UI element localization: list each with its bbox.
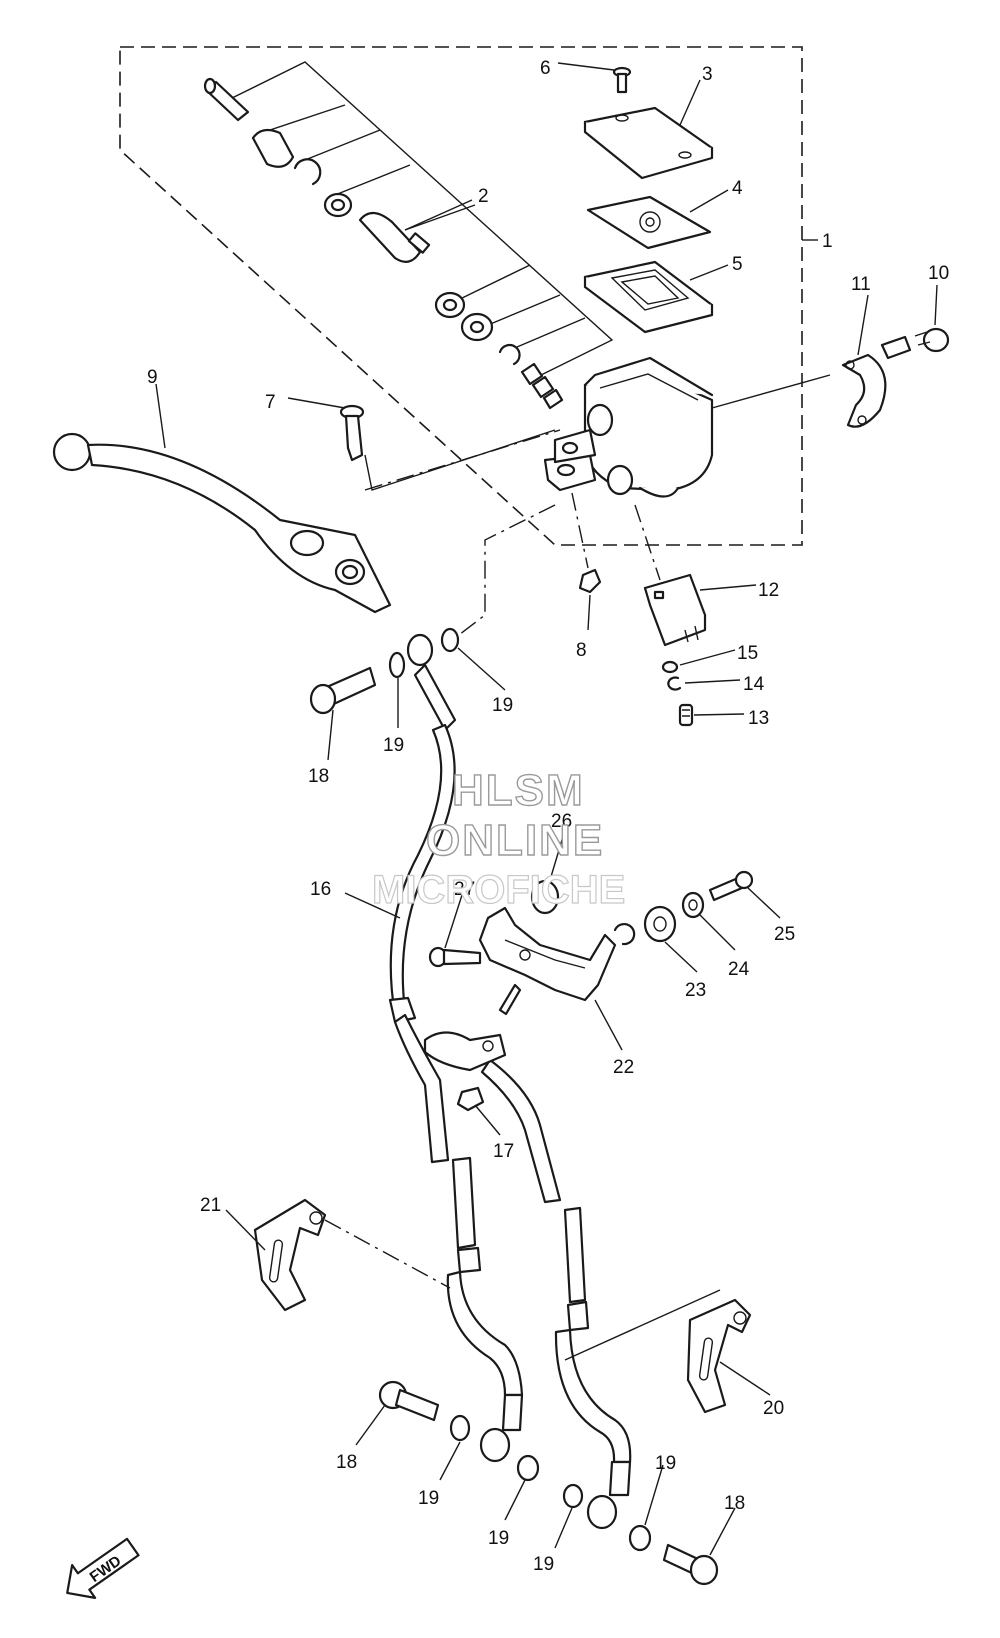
watermark-line-3: MICROFICHE <box>372 868 625 912</box>
watermark-line-1: HLSM <box>452 766 585 815</box>
washer-19d <box>516 1454 540 1482</box>
washer-19e <box>562 1483 584 1509</box>
callout-19f: 19 <box>655 1453 676 1474</box>
callout-19d: 19 <box>488 1528 509 1549</box>
screw-6 <box>612 66 632 94</box>
clamp-holder-11 <box>841 353 887 428</box>
callout-1: 1 <box>822 231 833 252</box>
bolt-25 <box>708 870 754 902</box>
washer-15 <box>661 660 679 674</box>
forward-direction-arrow: FWD <box>66 1537 140 1599</box>
watermark-line-2: ONLINE <box>426 816 604 865</box>
callout-9: 9 <box>147 367 158 388</box>
hose-joint-17 <box>423 1031 507 1112</box>
callout-22: 22 <box>613 1057 634 1078</box>
brake-hose-branch <box>480 1058 632 1530</box>
callout-14: 14 <box>743 674 765 695</box>
washer-19a <box>388 651 406 679</box>
callout-26: 26 <box>551 811 572 832</box>
callout-4: 4 <box>732 178 743 199</box>
callout-3: 3 <box>702 64 713 85</box>
master-cylinder-body <box>543 356 714 498</box>
leader-lines <box>155 62 938 1556</box>
washer-19f <box>628 1524 652 1552</box>
callout-11: 11 <box>851 274 871 295</box>
callout-17: 17 <box>493 1141 514 1162</box>
callout-13: 13 <box>748 708 769 729</box>
washer-19c <box>449 1414 471 1442</box>
callout-15: 15 <box>737 643 758 664</box>
brake-switch-12 <box>643 573 707 647</box>
grommet-23 <box>643 905 677 943</box>
diaphragm-plate-4 <box>586 195 712 250</box>
hose-bracket-22 <box>478 906 636 1016</box>
callout-18a: 18 <box>308 766 329 787</box>
callout-18c: 18 <box>724 1493 745 1514</box>
callout-21: 21 <box>200 1195 221 1216</box>
hose-guide-21 <box>253 1198 327 1312</box>
collar-24 <box>681 891 705 919</box>
nut-8 <box>578 568 602 594</box>
screw-13 <box>678 703 694 727</box>
callout-10: 10 <box>928 263 949 284</box>
callout-12: 12 <box>758 580 779 601</box>
assembly-1-boundary <box>119 46 803 546</box>
callout-19a: 19 <box>383 735 404 756</box>
grommet-26 <box>530 879 560 915</box>
diaphragm-5 <box>583 260 714 334</box>
callout-24: 24 <box>728 959 750 980</box>
callout-19b: 19 <box>492 695 513 716</box>
bolt-10 <box>880 327 950 360</box>
callout-19e: 19 <box>533 1554 554 1575</box>
brake-lever-9 <box>52 432 392 614</box>
callout-labels: 1 2 3 4 5 6 7 8 9 10 11 12 13 14 15 16 1… <box>147 58 949 1575</box>
callout-20: 20 <box>763 1398 784 1419</box>
callout-23: 23 <box>685 980 706 1001</box>
callout-2: 2 <box>478 186 489 207</box>
pivot-bolt-7 <box>339 404 365 462</box>
reservoir-cap-3 <box>583 106 714 180</box>
callout-8: 8 <box>576 640 587 661</box>
callout-5: 5 <box>732 254 743 275</box>
callout-25: 25 <box>774 924 795 945</box>
washer-19b <box>440 627 460 653</box>
bolt-27 <box>428 946 482 968</box>
callout-18b: 18 <box>336 1452 357 1473</box>
watermark: HLSM ONLINE MICROFICHE <box>371 765 626 912</box>
callout-19c: 19 <box>418 1488 439 1509</box>
callout-27: 27 <box>454 879 475 900</box>
union-bolt-18a <box>309 666 377 715</box>
union-bolt-18b <box>378 1380 440 1422</box>
callout-7: 7 <box>265 392 276 413</box>
callout-16: 16 <box>310 879 331 900</box>
callout-6: 6 <box>540 58 551 79</box>
hose-guide-20 <box>686 1298 752 1414</box>
brake-hose-16 <box>388 633 524 1463</box>
circlip-14 <box>667 676 682 691</box>
union-bolt-18c <box>662 1543 719 1586</box>
piston-kit-2 <box>203 61 614 410</box>
